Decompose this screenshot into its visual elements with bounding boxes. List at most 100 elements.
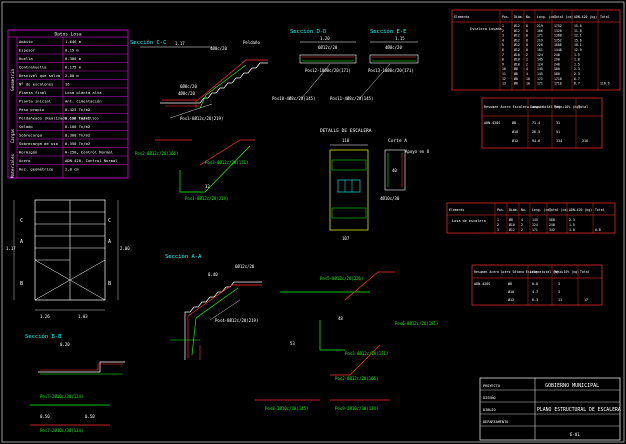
data-row-value: Losa planta alta (65, 90, 102, 95)
s1-header-cell: Total (578, 105, 588, 109)
q2-cell: 580 (549, 218, 555, 222)
q1-cell: 181 (537, 48, 543, 52)
q1-cell: 4 (526, 72, 528, 76)
q2-header-cell: No. (521, 208, 527, 212)
q1-cell: 10 (502, 67, 506, 71)
q1-cell: 8 (526, 24, 528, 28)
detail-title: DETALLE DE ESCALERA (320, 128, 372, 134)
q1-header-cell: Diám. (514, 15, 524, 19)
data-row-label: Ambito (19, 39, 33, 44)
q1-cell: 12 (502, 77, 506, 81)
s2-cell-weight: 3 (558, 282, 560, 286)
q2-header-cell: Total (cm) (549, 208, 568, 212)
bar-apoyo: Apoyo en 8 (405, 149, 430, 154)
bar-label-peldano: Peldaño (243, 40, 260, 45)
q1-cell: 2 (526, 62, 528, 66)
side-label-cargas: Cargas (10, 128, 15, 143)
dim-d-1: 1.20 (320, 36, 330, 41)
title-label-1: PROYECTO (483, 384, 500, 388)
bar-pos1-upper: Pos1-8Ø12c/28(219) (185, 196, 228, 201)
q2-cell: Ø10 (509, 222, 515, 227)
q1-cell: 8 (526, 38, 528, 42)
s2-cell-length: 0.8 (532, 282, 538, 286)
q2-cell: 2 (521, 228, 523, 232)
q1-cell: Ø12 (514, 47, 520, 52)
data-row-label: Solado (19, 124, 33, 129)
s2-cell-diam: Ø8 (508, 281, 512, 286)
data-row-value: 0.350 Tn/m2 (65, 141, 90, 146)
s1-cell-length: 71.4 (532, 121, 540, 125)
q1-cell: 12.1 (574, 34, 582, 38)
dim-lower-53: 53 (290, 341, 295, 346)
stair-detail: DETALLE DE ESCALERA 110 107 Corte A Apoy… (320, 128, 430, 241)
dim-b-1: 0.20 (60, 342, 70, 347)
bar-pos11-e: Pos11-4Ø8c/20(145) (330, 96, 373, 101)
q2-cell: 2 (497, 223, 499, 227)
q1-cell: 171 (537, 82, 543, 86)
s1-cell-length: 26.5 (532, 130, 540, 134)
q1-element: Escalera Losada (470, 27, 502, 31)
section-b-title: Sección B-B (25, 333, 62, 340)
data-row-label: Desnivel que salva (19, 73, 60, 78)
s2-cell-total: 17 (584, 298, 588, 302)
s1-header-cell: Long. total (m) (530, 105, 561, 109)
title-label-2: DISEÑO (483, 395, 496, 400)
s2-header-cell: Long. total (m) (530, 270, 559, 274)
q1-cell: 8 (526, 29, 528, 33)
data-row-label: Planta final (19, 90, 46, 95)
q1-cell: Ø12 (514, 33, 520, 38)
q1-cell: 12.9 (574, 48, 582, 52)
s1-cell-diam: Ø8 (512, 120, 516, 125)
corte-title: Corte A (388, 138, 407, 144)
q2-cell: 124 (532, 223, 538, 227)
q1-header-cell: Elemento (454, 15, 469, 19)
bar-pos12-d: Pos12-10Ø8c/20(171) (305, 68, 351, 73)
bar-pos7-b2: Pos7-2Ø10c/30(124) (40, 428, 83, 433)
q1-cell: 10 (526, 77, 530, 81)
plan-a-left: A (20, 239, 23, 245)
q1-header-cell: Long. (cm) (537, 15, 556, 19)
data-row-label: Rec. geométrico (19, 167, 54, 172)
s1-cell-weight: 31 (556, 121, 560, 125)
dim-detail-107: 107 (342, 236, 350, 241)
s1-cell-weight: 134 (556, 139, 562, 143)
section-a-title: Sección A-A (165, 253, 202, 260)
q2-header-cell: ADN-420 (kg) (569, 208, 592, 212)
q2-element: Losa de escalera (452, 219, 486, 223)
q1-cell: 10 (526, 82, 530, 86)
q2-cell: 2 (521, 223, 523, 227)
data-row-value: 0.15 m (65, 48, 79, 53)
data-row-value: 1.646 m (65, 39, 82, 44)
q1-cell: 1368 (554, 34, 562, 38)
dim-e-1: 1.15 (395, 36, 405, 41)
q2-cell: 342 (549, 228, 555, 232)
bar-pos1-c: Pos1-8Ø12c/28(219) (180, 116, 223, 121)
q2-cell: 145 (532, 218, 538, 222)
data-row-value: ADN-420, Control Normal (65, 158, 118, 163)
q1-cell: 1.5 (574, 53, 580, 57)
s1-header-cell: Peso+10% (kg) (554, 105, 581, 109)
q1-cell: 166 (537, 29, 543, 33)
data-row-label: Acero (19, 158, 31, 163)
q1-cell: Ø10 (514, 52, 520, 57)
dim-c-1: 1.17 (175, 41, 185, 46)
dim-plan-4: 2.00 (120, 246, 130, 251)
q1-cell: 1710 (554, 82, 562, 86)
data-table-title: Datos Losa (54, 32, 81, 38)
title-plan: PLANO ESTRUCTURAL DE ESCALERA (537, 407, 621, 413)
q1-cell: 124 (537, 62, 543, 66)
title-label-3: DIBUJO (483, 408, 496, 412)
q1-cell: 290 (554, 58, 560, 62)
q1-cell: Ø12 (514, 23, 520, 28)
q2-cell: 4 (521, 218, 523, 222)
bar-pos3-lower: Pos3-8Ø12c/28(171) (345, 351, 388, 356)
data-row-value: H-250, Control Normal (65, 150, 113, 155)
q1-cell: 15.6 (574, 38, 582, 42)
q1-cell: Ø12 (514, 28, 520, 33)
q2-cell: 1 (497, 218, 499, 222)
data-row-value: 0.175 m (65, 65, 82, 70)
title-sheet: E-01 (570, 432, 580, 437)
dim-detail-110: 110 (342, 138, 350, 143)
